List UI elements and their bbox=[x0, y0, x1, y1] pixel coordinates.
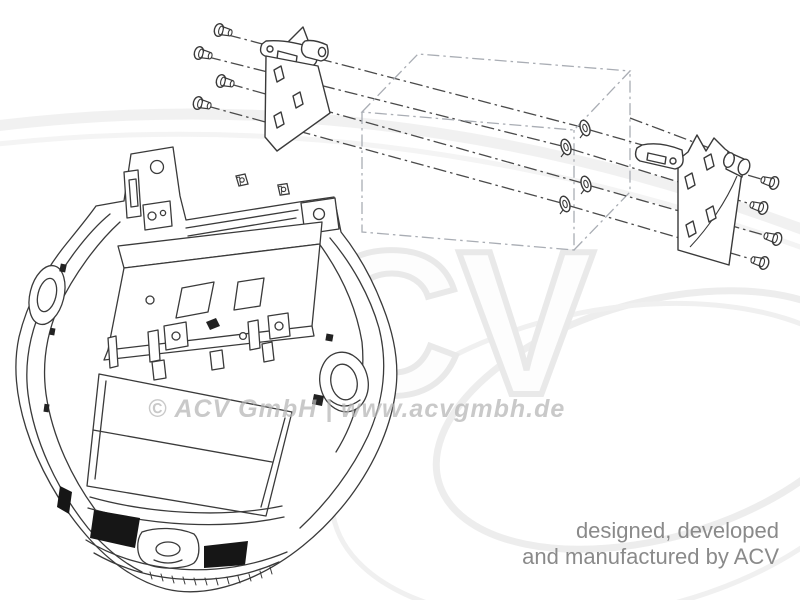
clip-nut-icon bbox=[235, 173, 249, 187]
washer-icon bbox=[578, 174, 594, 195]
caption: designed, developed and manufactured by … bbox=[522, 518, 779, 569]
left-mounting-bracket bbox=[259, 26, 331, 152]
dark-fastener-marks bbox=[43, 263, 334, 413]
caption-line1: designed, developed bbox=[576, 518, 779, 543]
screw-icon bbox=[748, 252, 771, 272]
screw-icon bbox=[192, 44, 215, 64]
left-screws bbox=[191, 21, 237, 114]
screw-icon bbox=[758, 172, 781, 192]
screw-icon bbox=[212, 21, 235, 41]
screw-icon bbox=[761, 228, 784, 248]
screw-icon bbox=[214, 72, 237, 92]
caption-line2: and manufactured by ACV bbox=[522, 544, 779, 569]
copyright-watermark-text: © ACV GmbH | www.acvgmbh.de bbox=[148, 395, 565, 423]
grille-hatching bbox=[149, 566, 273, 586]
dashboard-console-frame bbox=[15, 146, 398, 593]
clip-nut-icon bbox=[276, 182, 291, 197]
right-mounting-bracket bbox=[634, 134, 751, 266]
washer-icon bbox=[577, 118, 593, 139]
right-leader-lines bbox=[569, 129, 772, 262]
radio-cage-phantom bbox=[360, 53, 632, 251]
